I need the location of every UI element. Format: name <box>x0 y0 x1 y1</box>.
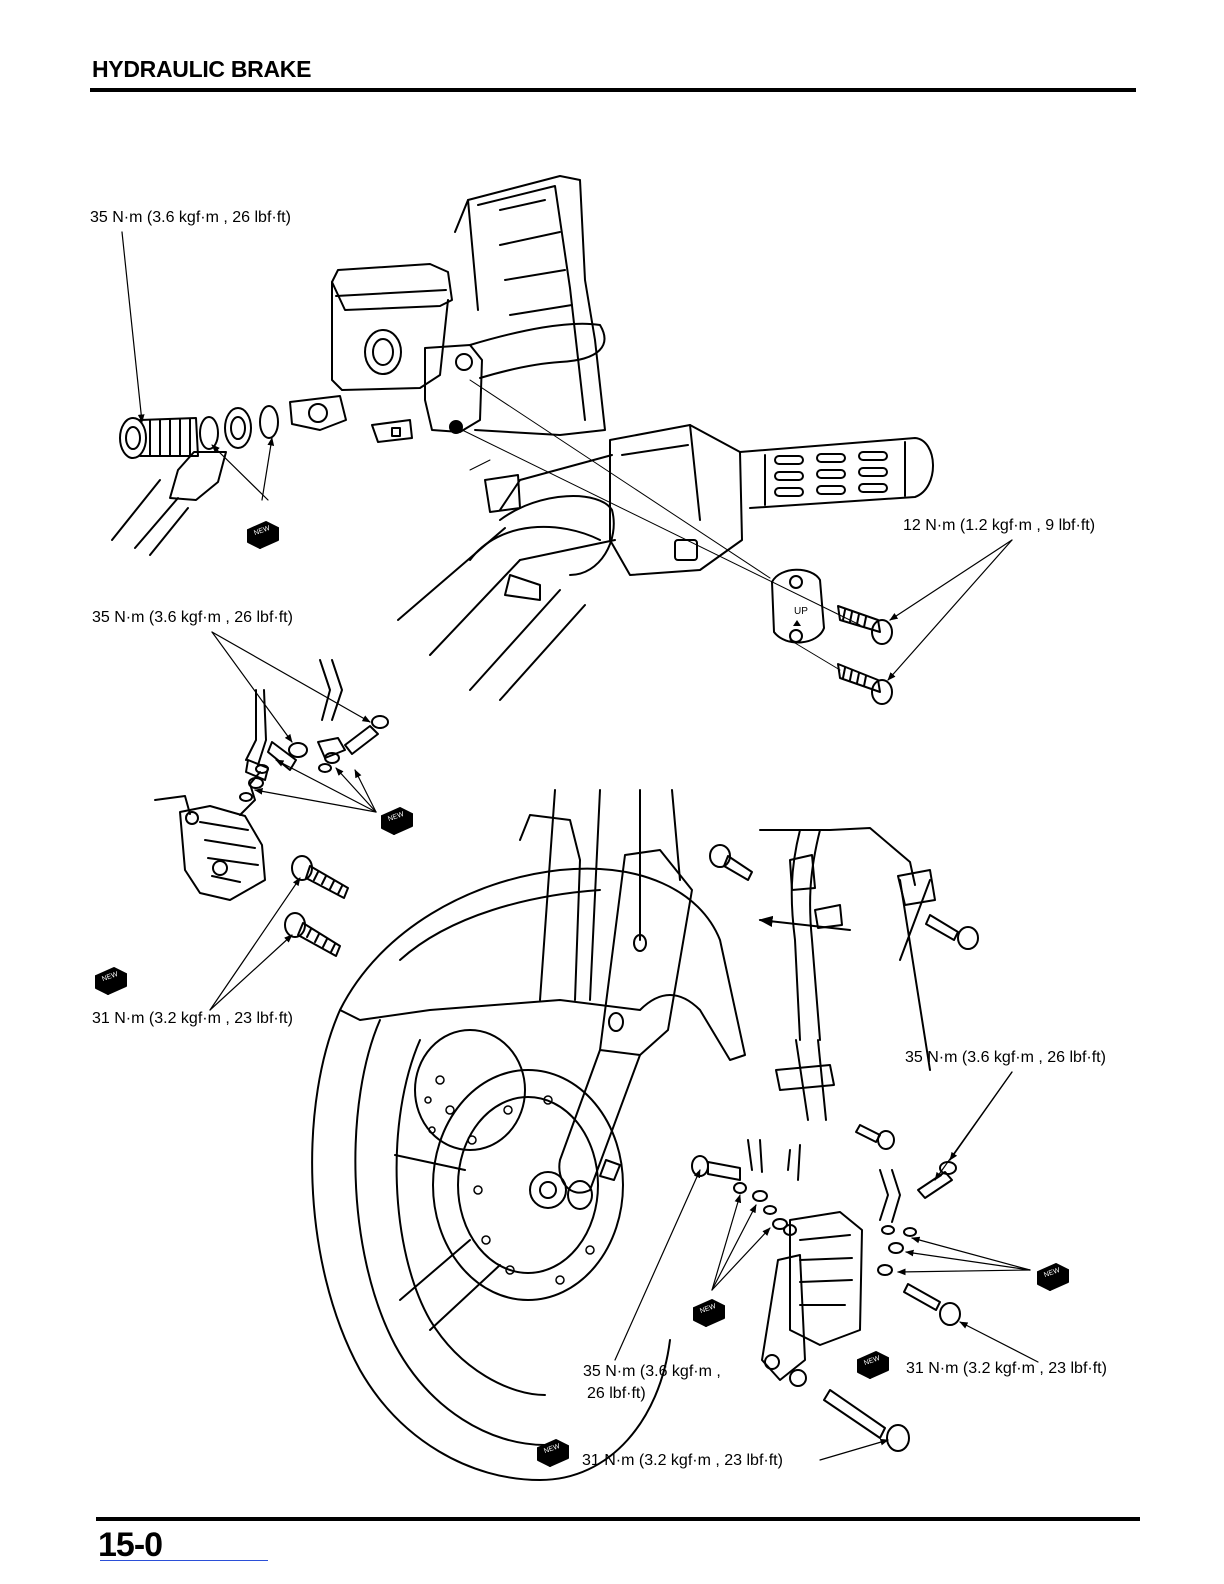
torque-label-left-caliper-mount: 31 N·m (3.2 kgf·m , 23 lbf·ft) <box>92 1010 293 1028</box>
new-badge: NEW <box>382 808 412 834</box>
torque-label-master-cylinder-bolt: 35 N·m (3.6 kgf·m , 26 lbf·ft) <box>90 209 291 227</box>
torque-label-center-bolts-line2: 26 lbf·ft) <box>587 1385 646 1403</box>
assembly-lines <box>454 380 860 670</box>
new-badge: NEW <box>538 1440 568 1466</box>
torque-label-handlebar-holder-bolts: 12 N·m (1.2 kgf·m , 9 lbf·ft) <box>903 517 1095 535</box>
new-badge: NEW <box>248 522 278 548</box>
page-number-underline <box>100 1560 268 1561</box>
torque-label-left-caliper-bolts: 35 N·m (3.6 kgf·m , 26 lbf·ft) <box>92 609 293 627</box>
torque-label-center-bolts-line1: 35 N·m (3.6 kgf·m , <box>583 1363 721 1381</box>
handlebar-holder: UP <box>772 570 892 704</box>
master-cylinder-assembly <box>290 176 605 442</box>
footer-rule <box>96 1517 1140 1521</box>
torque-label-bottom-bolt: 31 N·m (3.2 kgf·m , 23 lbf·ft) <box>582 1452 783 1470</box>
torque-label-right-caliper-bolts: 35 N·m (3.6 kgf·m , 26 lbf·ft) <box>905 1049 1106 1067</box>
right-caliper-assembly <box>692 1140 960 1451</box>
leader-lines <box>122 232 1038 1460</box>
new-badge: NEW <box>858 1352 888 1378</box>
torque-label-right-caliper-mount: 31 N·m (3.2 kgf·m , 23 lbf·ft) <box>906 1360 1107 1378</box>
new-badge: NEW <box>1038 1264 1068 1290</box>
holder-up-mark: UP <box>794 606 808 617</box>
new-badge: NEW <box>96 968 126 994</box>
new-badge: NEW <box>694 1300 724 1326</box>
